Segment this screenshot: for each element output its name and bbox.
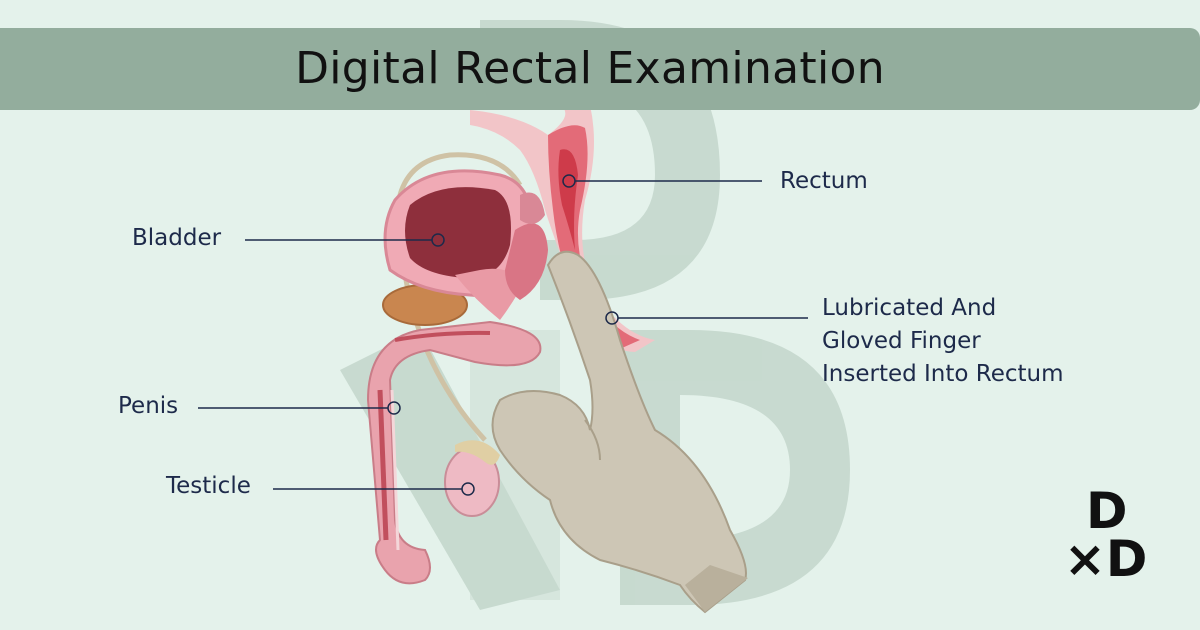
testicle-illustration <box>444 440 500 517</box>
testicle-marker <box>461 482 475 496</box>
label-penis: Penis <box>118 393 179 419</box>
label-bladder: Bladder <box>132 225 222 251</box>
rectum-illustration <box>470 105 655 352</box>
label-testicle: Testicle <box>166 473 251 499</box>
label-finger-line: Inserted Into Rectum <box>822 361 1064 387</box>
brand-logo-bottom: ×D <box>1064 530 1148 588</box>
label-finger-line: Gloved Finger <box>822 328 981 354</box>
brand-logo-top: D <box>1086 482 1128 540</box>
penis-illustration <box>366 320 542 585</box>
finger-marker <box>605 311 619 325</box>
gloved-hand-illustration <box>491 250 748 614</box>
penis-marker <box>387 401 401 415</box>
bladder-illustration <box>383 169 548 320</box>
label-finger-line: Lubricated And <box>822 295 997 321</box>
marker-circles <box>387 174 619 496</box>
label-gloved-finger: Lubricated And Gloved Finger Inserted In… <box>822 292 1064 391</box>
title-banner <box>0 28 1200 110</box>
page-title: Digital Rectal Examination <box>295 43 885 94</box>
label-rectum: Rectum <box>780 168 868 194</box>
bladder-marker <box>431 233 445 247</box>
leader-lines <box>198 180 808 490</box>
rectum-marker <box>562 174 576 188</box>
